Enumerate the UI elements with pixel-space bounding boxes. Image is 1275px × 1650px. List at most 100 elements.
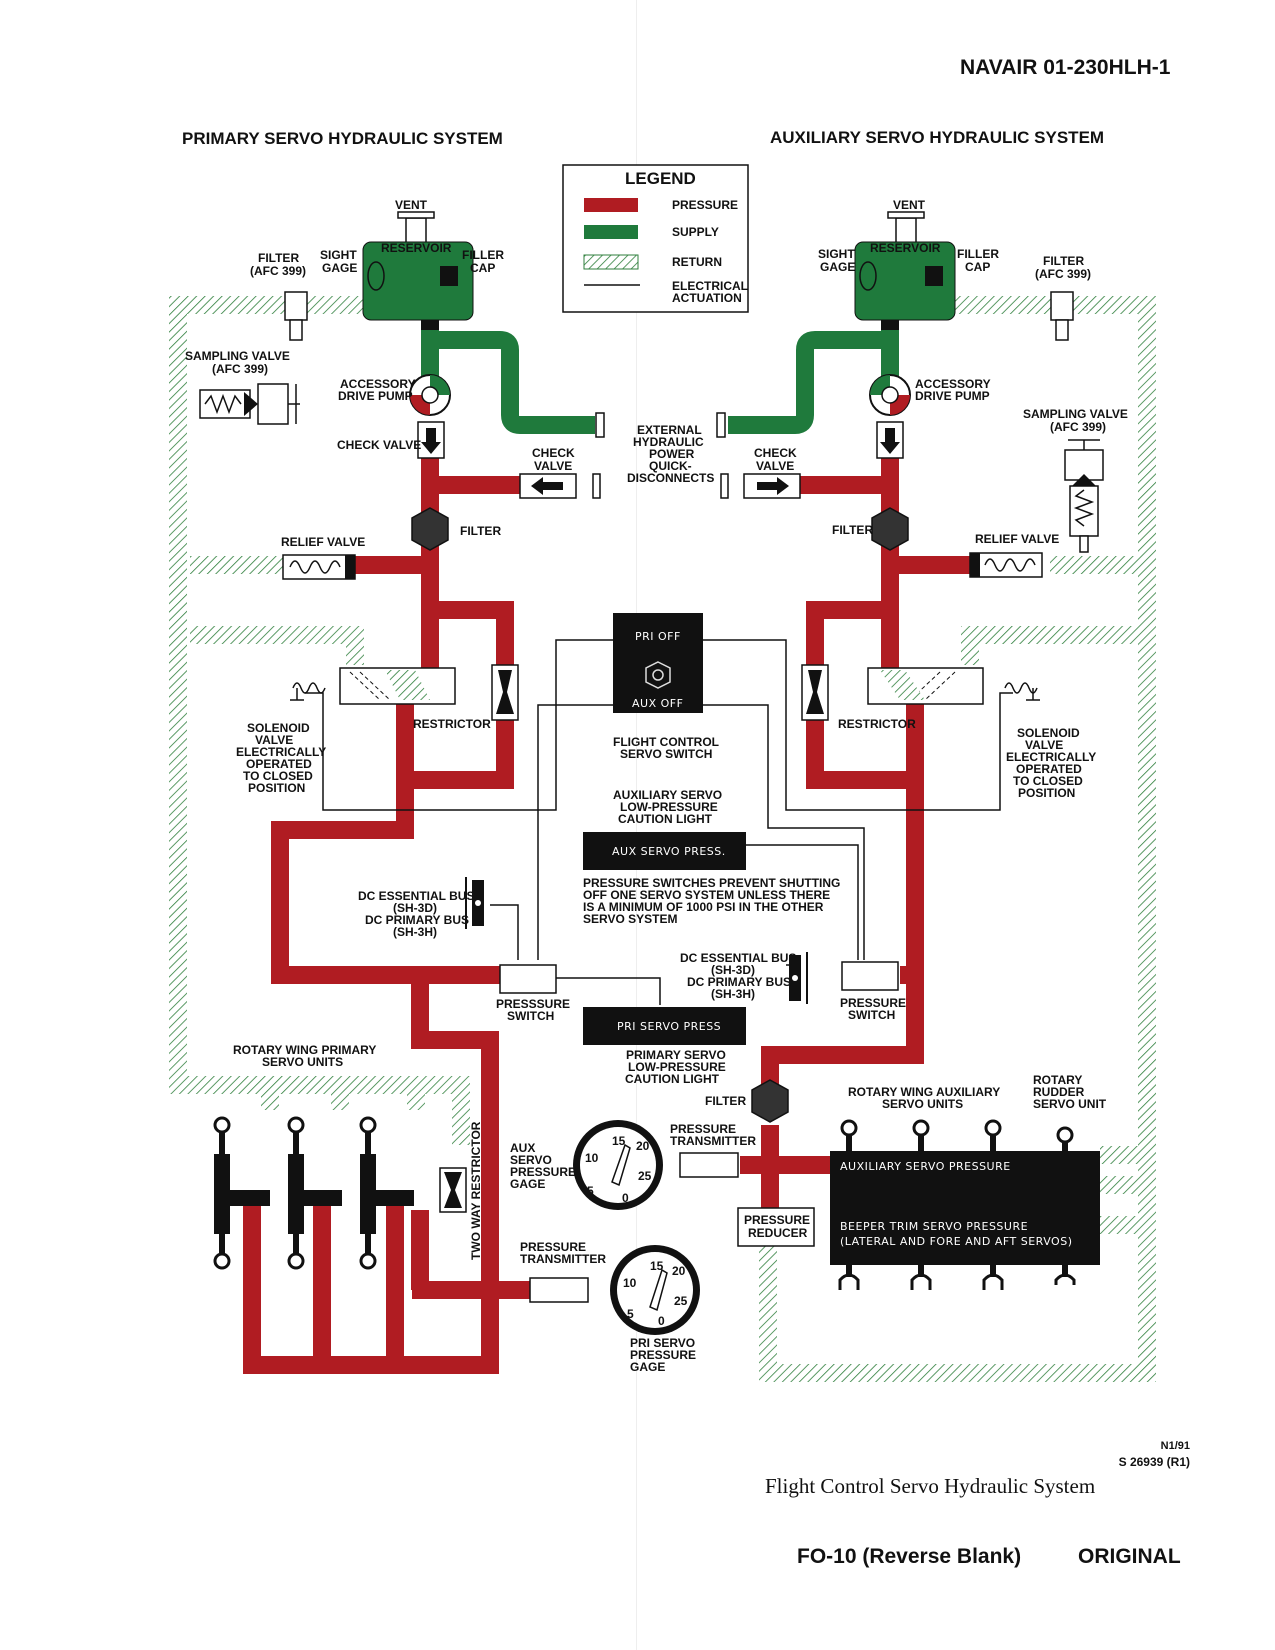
pswitch-left-2: SWITCH: [507, 1009, 554, 1023]
footer-page: FO-10 (Reverse Blank): [797, 1545, 1022, 1568]
aux-servo-pressure-text: AUXILIARY SERVO PRESSURE: [840, 1160, 1011, 1173]
aux-pump-1: ACCESSORY: [915, 377, 991, 391]
legend-supply: SUPPLY: [672, 225, 719, 239]
svg-text:0: 0: [622, 1191, 629, 1205]
aux-pump-2: DRIVE PUMP: [915, 389, 990, 403]
footer-status: ORIGINAL: [1078, 1545, 1181, 1568]
aux-sol-2: VALVE: [1025, 738, 1063, 752]
pri-servo-press-light: PRI SERVO PRESS: [583, 1007, 746, 1045]
primary-solenoid-valve: [290, 667, 456, 705]
return-lines: [169, 296, 1156, 1382]
aux-sampling-valve: [1064, 439, 1104, 553]
primary-check-valve-label: CHECK VALVE: [337, 438, 421, 452]
primary-sight-2: GAGE: [322, 261, 357, 275]
serial-number: S 26939 (R1): [1118, 1455, 1190, 1469]
aux-pressure-switch: [841, 961, 899, 991]
aux-sol-4: OPERATED: [1016, 762, 1082, 776]
rud-3: SERVO UNIT: [1033, 1097, 1107, 1111]
aux-external-check-valve: [716, 412, 801, 499]
aux-sampling-afc: (AFC 399): [1050, 420, 1106, 434]
primary-filler-2: CAP: [470, 261, 495, 275]
aux-servo-unit-1: [838, 1119, 860, 1290]
dc-ess-left: DC ESSENTIAL BUS: [358, 889, 474, 903]
rwa-2: SERVO UNITS: [882, 1097, 963, 1111]
aux-xmit-2: TRANSMITTER: [670, 1134, 756, 1148]
primary-sol-6: POSITION: [248, 781, 305, 795]
primary-sight-1: SIGHT: [320, 248, 357, 262]
primary-reservoir-label: RESERVOIR: [381, 241, 452, 255]
legend-pressure-swatch: [584, 198, 638, 212]
aux-filler-2: CAP: [965, 260, 990, 274]
aux-sight-1: SIGHT: [818, 247, 855, 261]
primary-return-filter-label: FILTER: [258, 251, 299, 265]
aux-sampling-label: SAMPLING VALVE: [1023, 407, 1128, 421]
rud-2: RUDDER: [1033, 1085, 1085, 1099]
primary-relief-valve: [282, 554, 356, 580]
primary-check-1: CHECK: [532, 446, 575, 460]
auxlt-2: LOW-PRESSURE: [620, 800, 718, 814]
auxg-2: SERVO: [510, 1153, 552, 1167]
rudder-servo-unit: [1054, 1126, 1076, 1285]
primary-sol-1: SOLENOID: [247, 721, 310, 735]
aux-filler-1: FILLER: [957, 247, 999, 261]
aux-servo-manifold: AUXILIARY SERVO PRESSURE BEEPER TRIM SER…: [830, 1151, 1100, 1265]
aux-sol-3: ELECTRICALLY: [1006, 750, 1096, 764]
sh3d-left: (SH-3D): [393, 901, 437, 915]
legend-electrical-2: ACTUATION: [672, 291, 742, 305]
primary-sol-5: TO CLOSED: [243, 769, 313, 783]
pri-pressure-gage: 5 10 15 20 25 0: [610, 1245, 700, 1335]
auxiliary-section-title: AUXILIARY SERVO HYDRAULIC SYSTEM: [770, 128, 1104, 147]
pswitch-right-1: PRESSURE: [840, 996, 906, 1010]
primary-drive-pump: [409, 374, 451, 416]
aux-pressure-gage: 5 10 15 20 25 0: [573, 1120, 663, 1210]
ext-1: EXTERNAL: [637, 423, 702, 437]
svg-text:0: 0: [658, 1314, 665, 1328]
rwp-2: SERVO UNITS: [262, 1055, 343, 1069]
svg-text:15: 15: [612, 1134, 626, 1148]
legend-supply-swatch: [584, 225, 638, 239]
aux-servo-unit-2: [910, 1119, 932, 1290]
dc-bus-connector-left: [465, 877, 484, 929]
aux-servo-unit-3: [982, 1119, 1004, 1290]
primary-sampling-afc: (AFC 399): [212, 362, 268, 376]
dc-bus-connector-right: [789, 952, 808, 1004]
primary-filler-1: FILLER: [462, 248, 504, 262]
auxg-3: PRESSURE: [510, 1165, 576, 1179]
pressure-reducer: [737, 1207, 815, 1247]
legend-return: RETURN: [672, 255, 722, 269]
primary-filter-label: FILTER: [460, 524, 501, 538]
primary-vent-label: VENT: [395, 198, 428, 212]
svg-text:5: 5: [587, 1184, 594, 1198]
note-4: SERVO SYSTEM: [583, 912, 677, 926]
primary-return-filter-afc: (AFC 399): [250, 264, 306, 278]
primary-sampling-label: SAMPLING VALVE: [185, 349, 290, 363]
aux-servo-press-light: AUX SERVO PRESS.: [583, 832, 746, 870]
aux-reservoir: RESERVOIR: [854, 211, 956, 330]
prilt-3: CAUTION LIGHT: [625, 1072, 720, 1086]
svg-text:10: 10: [585, 1151, 599, 1165]
flight-control-servo-switch[interactable]: PRI OFF AUX OFF: [613, 613, 703, 713]
two-way-restrictor: [439, 1167, 467, 1213]
prig-1: PRI SERVO: [630, 1336, 695, 1350]
auxlt-1: AUXILIARY SERVO: [613, 788, 722, 802]
primary-section-title: PRIMARY SERVO HYDRAULIC SYSTEM: [182, 129, 503, 148]
beeper-1: BEEPER TRIM SERVO PRESSURE: [840, 1220, 1028, 1233]
pressure-lines: [243, 440, 970, 1374]
prig-3: GAGE: [630, 1360, 665, 1374]
aux-check-valve: [876, 421, 904, 459]
revision-stamp: N1/91: [1160, 1440, 1190, 1452]
aux-filter-label: FILTER: [832, 523, 873, 537]
prixmit-1: PRESSURE: [520, 1240, 586, 1254]
aux-reservoir-label: RESERVOIR: [870, 241, 941, 255]
primary-servo-unit-2: [287, 1116, 342, 1270]
page-fold: [636, 0, 637, 1650]
prilt-2: LOW-PRESSURE: [628, 1060, 726, 1074]
primary-pump-1: ACCESSORY: [340, 377, 416, 391]
primary-reservoir: RESERVOIR: [362, 211, 474, 330]
svg-text:10: 10: [623, 1276, 637, 1290]
rud-1: ROTARY: [1033, 1073, 1082, 1087]
supply-lines: [421, 320, 899, 434]
aux-xmit-1: PRESSURE: [670, 1122, 736, 1136]
primary-restrictor: [491, 664, 519, 721]
